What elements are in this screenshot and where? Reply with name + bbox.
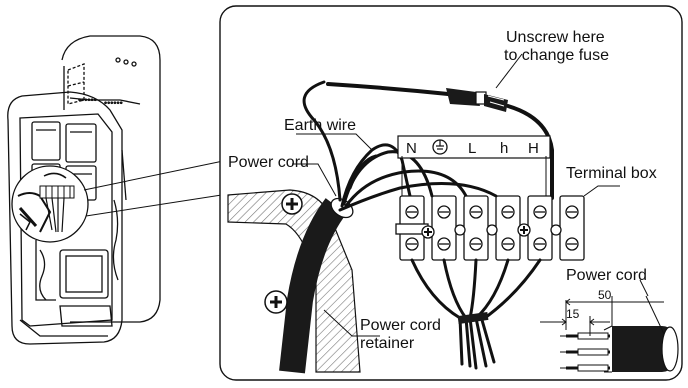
dimension-50: 50 [598,288,612,302]
terminal-label-h-low: h [500,140,508,157]
cord-detail-label: Power cord [566,267,647,284]
callout-leader-lines [83,159,229,217]
terminal-box [395,195,585,261]
retainer-label-line2: retainer [360,335,415,352]
retainer-screw-upper [281,193,303,215]
label-leaders [292,53,649,337]
fuse-label-line1: Unscrew here [506,29,605,46]
cable-tie [457,311,489,325]
svg-text:∘∘∘∘∘∘: ∘∘∘∘∘∘ [104,100,123,106]
svg-text:∘∘∘∘∘∘: ∘∘∘∘∘∘ [78,97,97,103]
terminal-label-h-high: H [528,140,539,157]
hand-dryer-illustration: ∘∘∘∘∘∘ ∘∘∘∘∘∘ [7,35,161,345]
terminal-block-fuse [550,195,585,261]
retainer-label-line1: Power cord [360,317,441,334]
earth-wire-label: Earth wire [284,117,356,134]
fuse-lead [302,80,554,202]
power-cord-label: Power cord [228,154,309,171]
terminal-block-n [395,195,429,261]
terminal-box-label: Terminal box [566,165,657,182]
terminal-callout-circle [11,165,89,243]
terminal-label-l: L [468,140,476,157]
inline-fuse-holder [446,88,508,112]
retainer-screw-lower [264,290,288,314]
cord-strip-detail [540,295,679,373]
terminal-block-earth [421,195,457,261]
fuse-label-line2: to change fuse [504,47,609,64]
earth-symbol-icon [432,139,448,155]
terminal-label-n: N [406,140,417,157]
dimension-15: 15 [566,307,580,321]
